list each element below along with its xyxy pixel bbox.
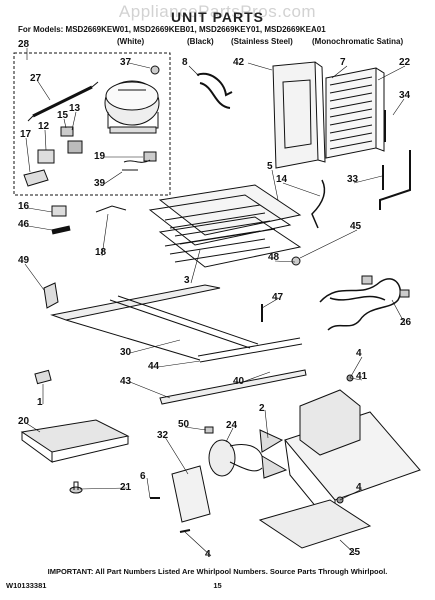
part-callout-46: 46 xyxy=(18,219,30,230)
part-callout-5: 5 xyxy=(267,161,273,172)
part-callout-2: 2 xyxy=(259,403,265,414)
compressor xyxy=(104,65,160,134)
part-callout-24: 24 xyxy=(226,420,238,431)
part-callout-49: 49 xyxy=(18,255,30,266)
page-title: UNIT PARTS xyxy=(171,9,264,25)
part-callout-26: 26 xyxy=(400,317,412,328)
condenser-fan-motor xyxy=(208,439,263,477)
part-callout-12: 12 xyxy=(38,121,50,132)
left-bracket xyxy=(43,282,59,309)
part-callout-7: 7 xyxy=(340,57,346,68)
part-callout-32: 32 xyxy=(157,430,169,441)
part-callout-16: 16 xyxy=(18,201,30,212)
motor-bracket xyxy=(171,465,211,523)
evaporator xyxy=(148,184,302,268)
fan-blade xyxy=(259,429,288,479)
leveling-foot xyxy=(69,481,83,494)
part-callout-41: 41 xyxy=(356,371,368,382)
part-callout-18: 18 xyxy=(95,247,107,258)
part-callout-40: 40 xyxy=(233,376,245,387)
part-callout-22: 22 xyxy=(399,57,411,68)
part-callout-3: 3 xyxy=(184,275,190,286)
document-number: W10133381 xyxy=(6,581,47,590)
part-callout-6: 6 xyxy=(140,471,146,482)
part-callout-13: 13 xyxy=(69,103,81,114)
part-callout-4: 4 xyxy=(205,549,211,560)
part-callout-48: 48 xyxy=(268,252,280,263)
part-callout-34: 34 xyxy=(399,90,411,101)
part-callout-20: 20 xyxy=(18,416,30,427)
relay xyxy=(37,149,55,164)
part-callout-43: 43 xyxy=(120,376,132,387)
base-frame xyxy=(50,284,307,405)
part-callout-27: 27 xyxy=(30,73,42,84)
part-callout-19: 19 xyxy=(94,151,106,162)
part-callout-30: 30 xyxy=(120,347,132,358)
variant-black: (Black) xyxy=(187,37,214,46)
part-callout-17: 17 xyxy=(20,129,32,140)
variant-stainless: (Stainless Steel) xyxy=(231,37,293,46)
machine-compartment-base xyxy=(258,389,421,549)
part-callout-44: 44 xyxy=(148,361,160,372)
condenser xyxy=(325,67,385,159)
part-callout-39: 39 xyxy=(94,178,106,189)
variant-satina: (Monochromatic Satina) xyxy=(312,37,404,46)
variant-white: (White) xyxy=(117,37,145,46)
part-callout-28: 28 xyxy=(18,39,30,50)
part-callout-33: 33 xyxy=(347,174,359,185)
page-number: 15 xyxy=(213,581,222,590)
part-callout-21: 21 xyxy=(120,482,132,493)
part-callout-45: 45 xyxy=(350,221,362,232)
part-callout-50: 50 xyxy=(178,419,190,430)
leader-lines xyxy=(24,48,406,557)
part-callout-42: 42 xyxy=(233,57,245,68)
part-callout-15: 15 xyxy=(57,110,69,121)
drip-pan xyxy=(20,419,130,463)
part-callout-14: 14 xyxy=(276,174,288,185)
compressor-group-box xyxy=(13,52,171,196)
part-callout-1: 1 xyxy=(37,397,43,408)
wiring-harness xyxy=(319,275,410,331)
footer-note: IMPORTANT: All Part Numbers Listed Are W… xyxy=(47,567,388,576)
part-callout-37: 37 xyxy=(120,57,132,68)
part-callout-25: 25 xyxy=(349,547,361,558)
models-line: For Models: MSD2669KEW01, MSD2669KEB01, … xyxy=(18,25,326,34)
part-callout-4: 4 xyxy=(356,348,362,359)
accumulator-tube xyxy=(27,81,99,122)
condenser-fan-shroud xyxy=(272,61,326,169)
part-callout-47: 47 xyxy=(272,292,284,303)
discharge-tube xyxy=(196,72,233,109)
part-callout-4: 4 xyxy=(356,482,362,493)
part-callout-8: 8 xyxy=(182,57,188,68)
watermark: AppliancePartsPros.com xyxy=(118,2,317,21)
